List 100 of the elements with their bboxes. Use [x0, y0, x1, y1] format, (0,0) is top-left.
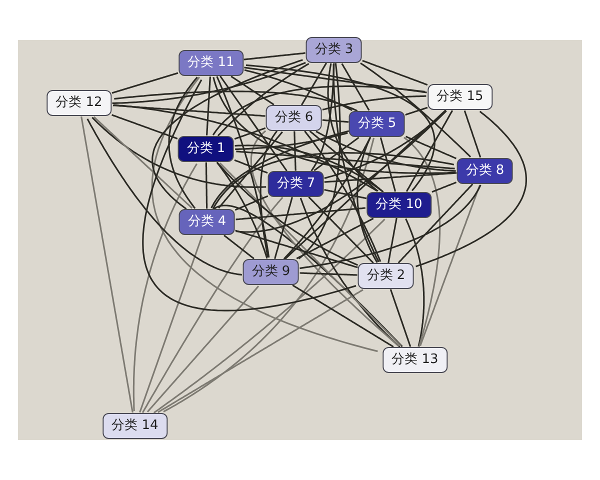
connector-line [405, 106, 428, 116]
connector-line [158, 289, 364, 413]
connector-line [274, 196, 294, 259]
category-box: 分类 2 [358, 263, 414, 289]
category-box: 分类 6 [266, 105, 322, 131]
connector-line [235, 132, 348, 150]
connector-line [218, 131, 283, 209]
connector-line [146, 286, 260, 412]
connector-line [216, 76, 270, 258]
connector-line [142, 196, 284, 414]
connector-line [114, 104, 378, 192]
connector-line [283, 137, 371, 260]
connector-line [214, 204, 403, 348]
connector-line [405, 136, 457, 160]
category-box: 分类 13 [382, 347, 448, 373]
connector-line [212, 77, 456, 174]
connector-line [112, 114, 178, 140]
connector-line [406, 110, 454, 192]
connector-line [298, 63, 341, 260]
connector-line [292, 284, 394, 348]
connector-line [420, 184, 481, 346]
connector-line [236, 207, 366, 220]
connector-line [416, 110, 527, 268]
category-box: 分类 12 [46, 90, 112, 116]
connector-line [236, 150, 455, 170]
connector-line [205, 162, 208, 209]
connector-line [230, 76, 274, 106]
connector-line [356, 136, 378, 263]
connector-line [152, 59, 303, 210]
connector-line [300, 184, 482, 270]
connector-line [250, 130, 400, 347]
connector-line [398, 184, 474, 264]
connector-line [206, 76, 211, 136]
connector-line [216, 162, 358, 266]
connector-line [432, 182, 457, 193]
connector-line [246, 64, 436, 192]
connector-line [236, 110, 447, 233]
connector-line [284, 110, 446, 260]
connector-line [114, 90, 358, 112]
connector-line [324, 189, 367, 200]
category-box: 分类 3 [306, 37, 362, 63]
connector-line [388, 218, 398, 264]
connector-line [112, 72, 178, 94]
connector-line [308, 196, 374, 264]
connector-line [300, 198, 400, 348]
connector-line [304, 130, 382, 262]
connector-line [212, 152, 454, 210]
connector-line [244, 66, 427, 94]
connector-line [294, 131, 296, 172]
connector-line [322, 119, 349, 123]
connector-line [92, 116, 266, 188]
category-box: 分类 4 [178, 209, 236, 235]
category-box: 分类 5 [348, 111, 406, 137]
connector-line [212, 85, 425, 136]
connector-line [168, 76, 198, 209]
connector-line [112, 62, 306, 104]
connector-line [260, 130, 278, 258]
connector-line [86, 118, 242, 276]
connector-line [234, 159, 268, 174]
connector-line [360, 62, 472, 158]
connector-line [404, 136, 441, 347]
category-box: 分类 8 [456, 158, 514, 184]
connector-line [309, 130, 384, 193]
connector-line [93, 116, 193, 209]
connector-line [210, 130, 350, 208]
connector-line [464, 110, 482, 158]
connector-line [139, 235, 203, 413]
connector-line [405, 218, 425, 347]
connector-line [219, 162, 402, 346]
connector-line [324, 172, 457, 183]
category-box: 分类 10 [366, 192, 432, 218]
category-box: 分类 15 [428, 84, 492, 110]
category-box: 分类 9 [242, 259, 300, 285]
category-box: 分类 7 [268, 171, 324, 197]
connector-line [132, 163, 198, 412]
connector-line [332, 64, 380, 262]
connector-line [216, 162, 268, 259]
connector-line [322, 95, 426, 110]
connector-line [327, 63, 378, 192]
connector-line [301, 62, 327, 106]
category-box: 分类 11 [178, 50, 244, 76]
connector-line [362, 60, 428, 86]
connector-line [220, 76, 288, 172]
connector-line [296, 218, 374, 260]
connector-line [310, 63, 335, 172]
connector-line [390, 289, 412, 347]
connector-line [341, 63, 370, 111]
connector-line [234, 195, 268, 211]
connector-line [235, 230, 358, 268]
connector-line [244, 52, 306, 60]
connector-line [380, 137, 396, 192]
connector-line [244, 69, 353, 112]
connector-line [300, 272, 358, 276]
connector-line [314, 136, 360, 172]
connector-line [217, 63, 310, 136]
connector-line [234, 144, 383, 192]
connector-line [316, 130, 456, 172]
connector-line [151, 76, 378, 352]
connector-line [153, 218, 386, 414]
connector-line [80, 116, 134, 413]
